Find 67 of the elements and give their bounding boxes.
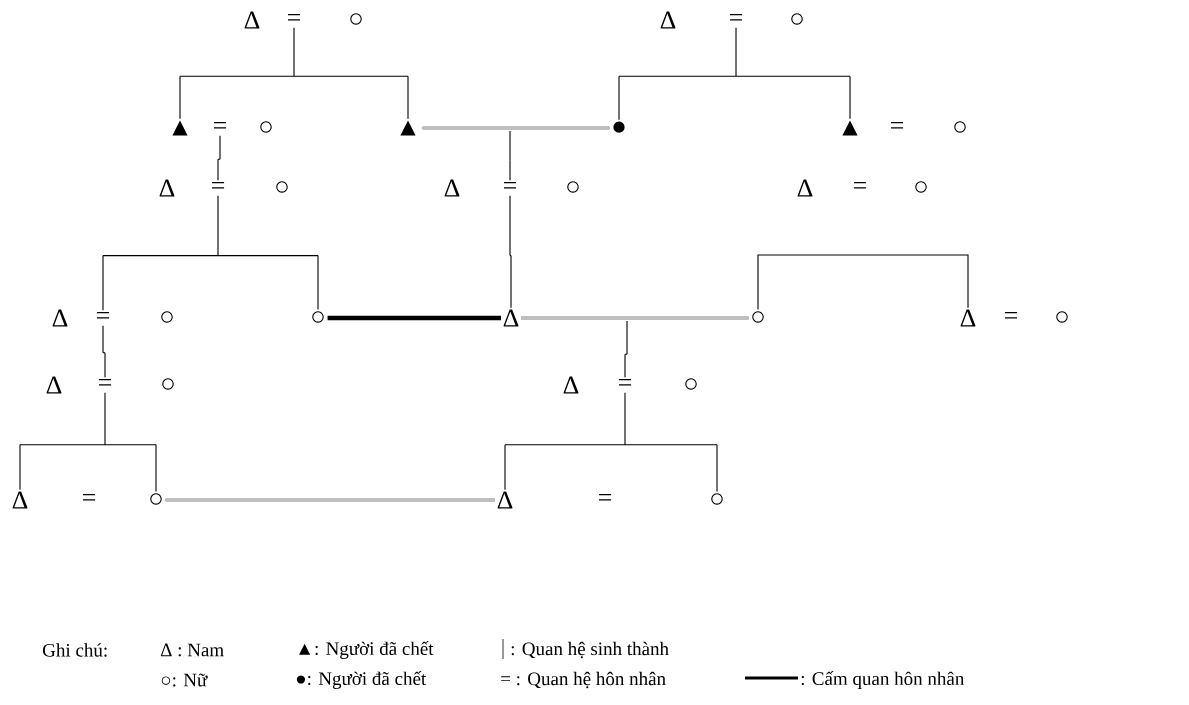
kinship-symbol: ○ xyxy=(954,121,966,133)
kinship-symbol: Δ xyxy=(444,179,460,197)
kinship-symbol: = xyxy=(213,122,227,129)
kinship-symbol: ○ xyxy=(567,181,579,193)
kinship-symbol: Δ xyxy=(960,309,976,327)
descent-line xyxy=(624,320,628,378)
kinship-symbol: = xyxy=(1005,312,1018,319)
kinship-symbol: ▲ xyxy=(842,120,858,136)
descent-line xyxy=(19,392,157,493)
kinship-symbol: ○ xyxy=(150,493,162,505)
kinship-symbol: ○ xyxy=(350,13,362,25)
descent-line xyxy=(509,195,512,309)
kinship-symbol: ▲ xyxy=(172,120,188,136)
kinship-symbol: ○ xyxy=(312,311,324,323)
legend-item: ▲: Người đã chết xyxy=(299,641,434,659)
kinship-symbol: Δ xyxy=(12,491,28,509)
descent-line xyxy=(217,135,221,181)
kinship-symbol: = xyxy=(82,494,96,501)
descent-line xyxy=(102,195,319,311)
kinship-symbol: = xyxy=(504,182,517,189)
kinship-symbol: ▲ xyxy=(400,120,416,136)
kinship-symbol: = xyxy=(211,182,225,189)
marriage-line xyxy=(421,126,611,130)
kinship-symbol: = xyxy=(287,14,301,21)
kinship-symbol: = xyxy=(599,494,612,501)
kinship-symbol: ○ xyxy=(1056,311,1068,323)
kinship-symbol: Δ xyxy=(159,179,175,197)
kinship-symbol: ○ xyxy=(276,181,288,193)
kinship-symbol: = xyxy=(98,379,112,386)
kinship-symbol: = xyxy=(891,122,904,129)
kinship-symbol: Δ xyxy=(660,11,676,29)
legend-item: Δ : Nam xyxy=(160,643,224,657)
kinship-symbol: = xyxy=(96,312,110,319)
bracket-line xyxy=(757,254,969,311)
thick-line xyxy=(327,315,501,321)
kinship-symbol: ○ xyxy=(791,13,803,25)
descent-line xyxy=(509,130,511,181)
legend-item: ○: Nữ xyxy=(161,673,208,687)
kinship-symbol: = xyxy=(619,379,632,386)
descent-line xyxy=(504,392,718,493)
kinship-symbol: ○ xyxy=(752,311,764,323)
kinship-symbol: Δ xyxy=(497,491,513,509)
marriage-line xyxy=(164,498,496,502)
legend-item: : Quan hệ sinh thành xyxy=(502,638,669,660)
kinship-symbol: Δ xyxy=(563,376,579,394)
descent-line xyxy=(179,27,409,120)
kinship-symbol: ● xyxy=(613,121,625,133)
marriage-line xyxy=(520,316,750,320)
kinship-symbol: Δ xyxy=(52,309,68,327)
legend-heading: Ghi chú: xyxy=(43,643,107,657)
legend-item: = : Quan hệ hôn nhân xyxy=(501,671,666,689)
kinship-symbol: = xyxy=(730,14,743,21)
kinship-symbol: ○ xyxy=(685,378,697,390)
legend-item: ●: Người đã chết xyxy=(296,671,427,689)
legend-item: : Cấm quan hôn nhân xyxy=(745,671,965,689)
kinship-symbol: ○ xyxy=(162,378,174,390)
kinship-symbol: Δ xyxy=(797,179,813,197)
kinship-symbol: ○ xyxy=(161,311,173,323)
kinship-symbol: Δ xyxy=(244,11,260,29)
descent-line xyxy=(102,325,106,378)
kinship-symbol: Δ xyxy=(46,376,62,394)
kinship-symbol: = xyxy=(854,182,867,189)
kinship-symbol: ○ xyxy=(711,493,723,505)
kinship-symbol: ○ xyxy=(260,121,272,133)
descent-line xyxy=(618,27,851,121)
kinship-symbol: ○ xyxy=(915,181,927,193)
kinship-symbol: Δ xyxy=(503,309,519,327)
